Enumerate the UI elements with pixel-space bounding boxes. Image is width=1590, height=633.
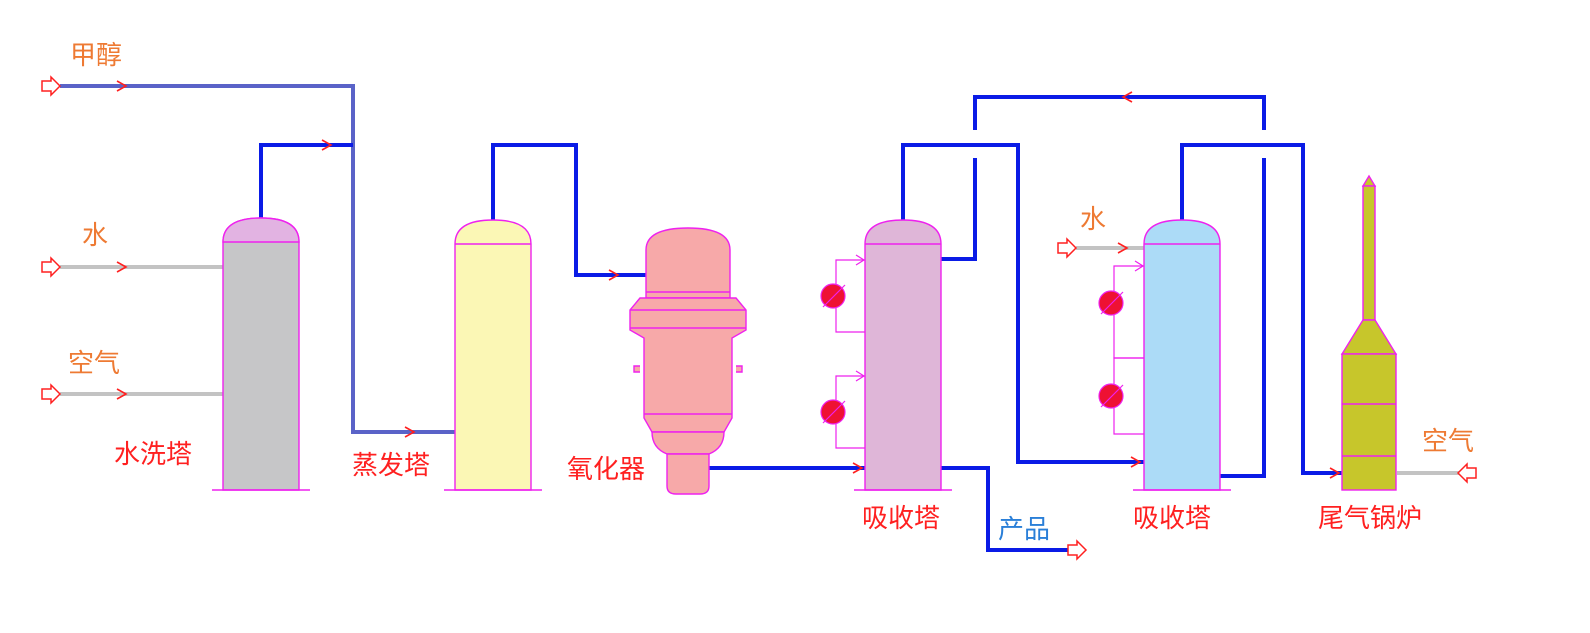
pipes xyxy=(60,84,1462,552)
pipe-product xyxy=(941,466,1070,552)
pipe-recycle-down xyxy=(941,158,977,261)
label-air-in: 空气 xyxy=(68,349,120,379)
io-arrows xyxy=(41,75,1477,561)
pipe-recycle xyxy=(1219,158,1266,478)
pipe-recycle-top xyxy=(973,95,1266,130)
label-water-in: 水 xyxy=(82,221,108,251)
label-evaporator-tower: 蒸发塔 xyxy=(352,451,430,481)
pipe-evaporator-to-oxidizer xyxy=(491,143,646,277)
evaporator-tower xyxy=(444,219,542,491)
oxidizer-reactor xyxy=(629,227,747,495)
label-oxidizer: 氧化器 xyxy=(567,455,645,485)
outlet-product-icon xyxy=(1067,539,1088,561)
label-air-in-2: 空气 xyxy=(1422,427,1474,457)
label-absorber-2: 吸收塔 xyxy=(1133,504,1211,534)
flow-arrow xyxy=(116,80,128,92)
flow-arrow xyxy=(116,388,128,400)
inlet-water-2-icon xyxy=(1057,237,1078,259)
flow-arrow xyxy=(1329,467,1341,479)
inlet-methanol-icon xyxy=(41,75,62,97)
flow-arrow xyxy=(852,462,864,474)
flow-arrow xyxy=(321,139,333,151)
pump-loops-absorber-2 xyxy=(1113,260,1145,435)
pipe-methanol xyxy=(60,84,455,434)
inlet-air-2-icon xyxy=(1456,462,1477,484)
pipe-wash-overhead xyxy=(259,143,353,218)
absorber-tower-1 xyxy=(854,219,952,491)
label-tail-gas-boiler: 尾气锅炉 xyxy=(1318,504,1422,534)
tail-gas-boiler xyxy=(1340,174,1398,491)
absorber-tower-2 xyxy=(1133,219,1231,491)
flow-arrows xyxy=(116,80,1341,479)
label-water-in-2: 水 xyxy=(1080,205,1106,235)
water-wash-tower xyxy=(212,217,310,491)
inlet-water-icon xyxy=(41,256,62,278)
pump-icon xyxy=(1098,383,1124,409)
flow-arrow xyxy=(1130,456,1142,468)
flow-arrow xyxy=(404,426,416,438)
labels: 甲醇 水 空气 水洗塔 蒸发塔 氧化器 吸收塔 产品 水 吸收塔 尾气锅炉 空气 xyxy=(68,41,1474,545)
label-methanol: 甲醇 xyxy=(70,41,122,71)
pipe-absorber2-to-boiler xyxy=(1180,143,1342,475)
label-product: 产品 xyxy=(998,515,1050,545)
flow-arrow xyxy=(116,261,128,273)
label-absorber-1: 吸收塔 xyxy=(862,504,940,534)
label-water-wash-tower: 水洗塔 xyxy=(114,440,192,470)
pump-icon xyxy=(1098,290,1124,316)
flow-arrow xyxy=(608,269,620,281)
pump-icon xyxy=(820,283,846,309)
flow-arrow xyxy=(1121,91,1133,103)
inlet-air-icon xyxy=(41,383,62,405)
pump-icon xyxy=(820,399,846,425)
pipe-absorber1-overhead xyxy=(901,143,1144,464)
flow-arrow xyxy=(1117,242,1129,254)
